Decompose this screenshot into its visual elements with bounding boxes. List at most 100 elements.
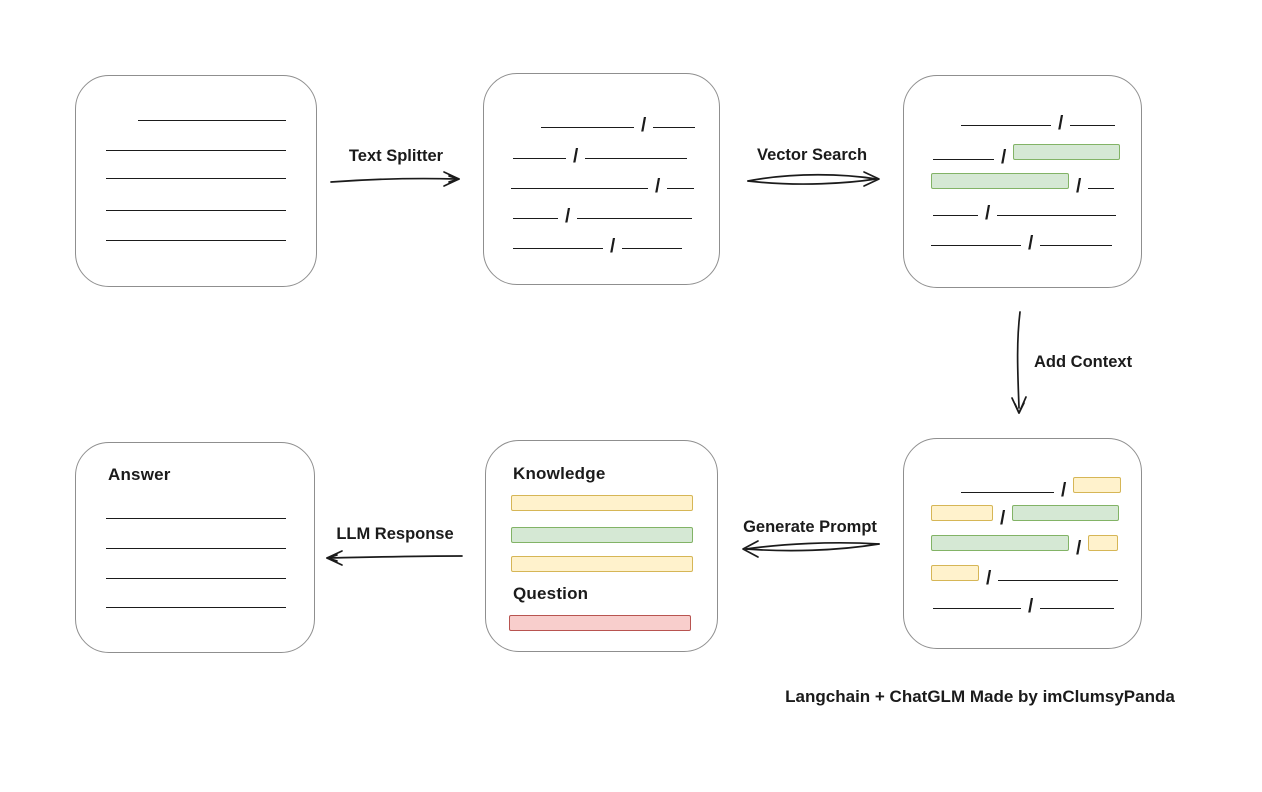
- slash-separator: /: [641, 115, 647, 136]
- slash-separator: /: [1000, 508, 1006, 529]
- yellow-chunk-chip: [511, 556, 693, 572]
- chunk-row: [106, 194, 286, 211]
- chunk-row: /: [933, 143, 1121, 167]
- answer-heading: Answer: [108, 465, 171, 484]
- slash-separator: /: [573, 146, 579, 167]
- knowledge-heading: Knowledge: [513, 464, 606, 483]
- text-line: [577, 218, 693, 219]
- text-line: [511, 188, 648, 189]
- text-line: [961, 492, 1054, 493]
- slash-separator: /: [1001, 147, 1007, 168]
- chunk-row: /: [931, 172, 1115, 196]
- yellow-chunk-chip: [1088, 535, 1119, 551]
- slash-separator: /: [1076, 176, 1082, 197]
- chunk-row: [106, 591, 286, 608]
- text-line: [1088, 188, 1115, 189]
- text-line: [998, 580, 1119, 581]
- chunk-row: /: [541, 111, 696, 135]
- yellow-chunk-chip: [931, 505, 993, 521]
- text-line: [1040, 608, 1115, 609]
- generate-prompt-arrow: [742, 540, 880, 558]
- text-line: [138, 120, 286, 121]
- text-line: [933, 608, 1021, 609]
- chunk-row: [106, 502, 286, 519]
- text-line: [997, 215, 1117, 216]
- text-line: [961, 125, 1051, 126]
- context-chunks-box: / / / / /: [903, 438, 1142, 649]
- source-document-box: [75, 75, 317, 287]
- slash-separator: /: [1028, 596, 1034, 617]
- chunk-row: [511, 494, 693, 511]
- llm-response-label: LLM Response: [336, 525, 454, 543]
- text-line: [513, 218, 558, 219]
- text-splitter-arrow: [330, 171, 460, 187]
- green-chunk-chip: [1013, 144, 1121, 160]
- slash-separator: /: [986, 568, 992, 589]
- slash-separator: /: [1061, 480, 1067, 501]
- chunk-row: [138, 104, 286, 121]
- text-line: [585, 158, 688, 159]
- text-line: [933, 215, 978, 216]
- add-context-arrow: [1011, 311, 1027, 414]
- text-line: [653, 127, 696, 128]
- text-line: [106, 607, 286, 608]
- chunk-row: [106, 224, 286, 241]
- green-chunk-chip: [511, 527, 693, 543]
- text-line: [106, 578, 286, 579]
- chunk-row: /: [931, 534, 1119, 558]
- chunk-row: /: [933, 199, 1117, 223]
- credit-caption: Langchain + ChatGLM Made by imClumsyPand…: [785, 687, 1175, 706]
- text-line: [106, 150, 286, 151]
- text-line: [931, 245, 1021, 246]
- chunk-row: /: [513, 232, 683, 256]
- chunk-row: [509, 614, 691, 631]
- yellow-chunk-chip: [511, 495, 693, 511]
- slash-separator: /: [1028, 233, 1034, 254]
- chunk-row: /: [513, 202, 693, 226]
- text-line: [106, 518, 286, 519]
- chunk-row: /: [511, 172, 695, 196]
- chunk-row: [106, 162, 286, 179]
- text-line: [933, 159, 994, 160]
- text-line: [106, 548, 286, 549]
- chunk-row: /: [931, 229, 1113, 253]
- slash-separator: /: [565, 206, 571, 227]
- slash-separator: /: [1076, 538, 1082, 559]
- matched-chunks-box: / / / / /: [903, 75, 1142, 288]
- question-heading: Question: [513, 584, 589, 603]
- chunk-row: [511, 555, 693, 572]
- prompt-box: Knowledge Question: [485, 440, 718, 652]
- slash-separator: /: [985, 203, 991, 224]
- yellow-chunk-chip: [931, 565, 979, 581]
- add-context-label: Add Context: [1034, 353, 1133, 371]
- split-chunks-box: / / / / /: [483, 73, 720, 285]
- chunk-row: [106, 134, 286, 151]
- slash-separator: /: [610, 236, 616, 257]
- text-line: [541, 127, 634, 128]
- chunk-row: /: [961, 476, 1122, 500]
- text-line: [513, 158, 566, 159]
- yellow-chunk-chip: [1073, 477, 1122, 493]
- llm-response-arrow: [326, 550, 463, 566]
- slash-separator: /: [655, 176, 661, 197]
- text-line: [106, 178, 286, 179]
- answer-box: Answer: [75, 442, 315, 653]
- slash-separator: /: [1058, 113, 1064, 134]
- chunk-row: /: [513, 142, 688, 166]
- green-chunk-chip: [931, 535, 1069, 551]
- vector-search-label: Vector Search: [756, 146, 868, 164]
- text-line: [513, 248, 603, 249]
- chunk-row: /: [933, 592, 1115, 616]
- text-line: [622, 248, 683, 249]
- green-chunk-chip: [931, 173, 1069, 189]
- text-splitter-label: Text Splitter: [348, 147, 444, 165]
- green-chunk-chip: [1012, 505, 1120, 521]
- text-line: [106, 240, 286, 241]
- chunk-row: /: [931, 564, 1119, 588]
- chunk-row: [106, 562, 286, 579]
- generate-prompt-label: Generate Prompt: [743, 518, 877, 536]
- vector-search-arrow: [747, 171, 880, 187]
- chunk-row: [511, 526, 693, 543]
- chunk-row: /: [961, 109, 1116, 133]
